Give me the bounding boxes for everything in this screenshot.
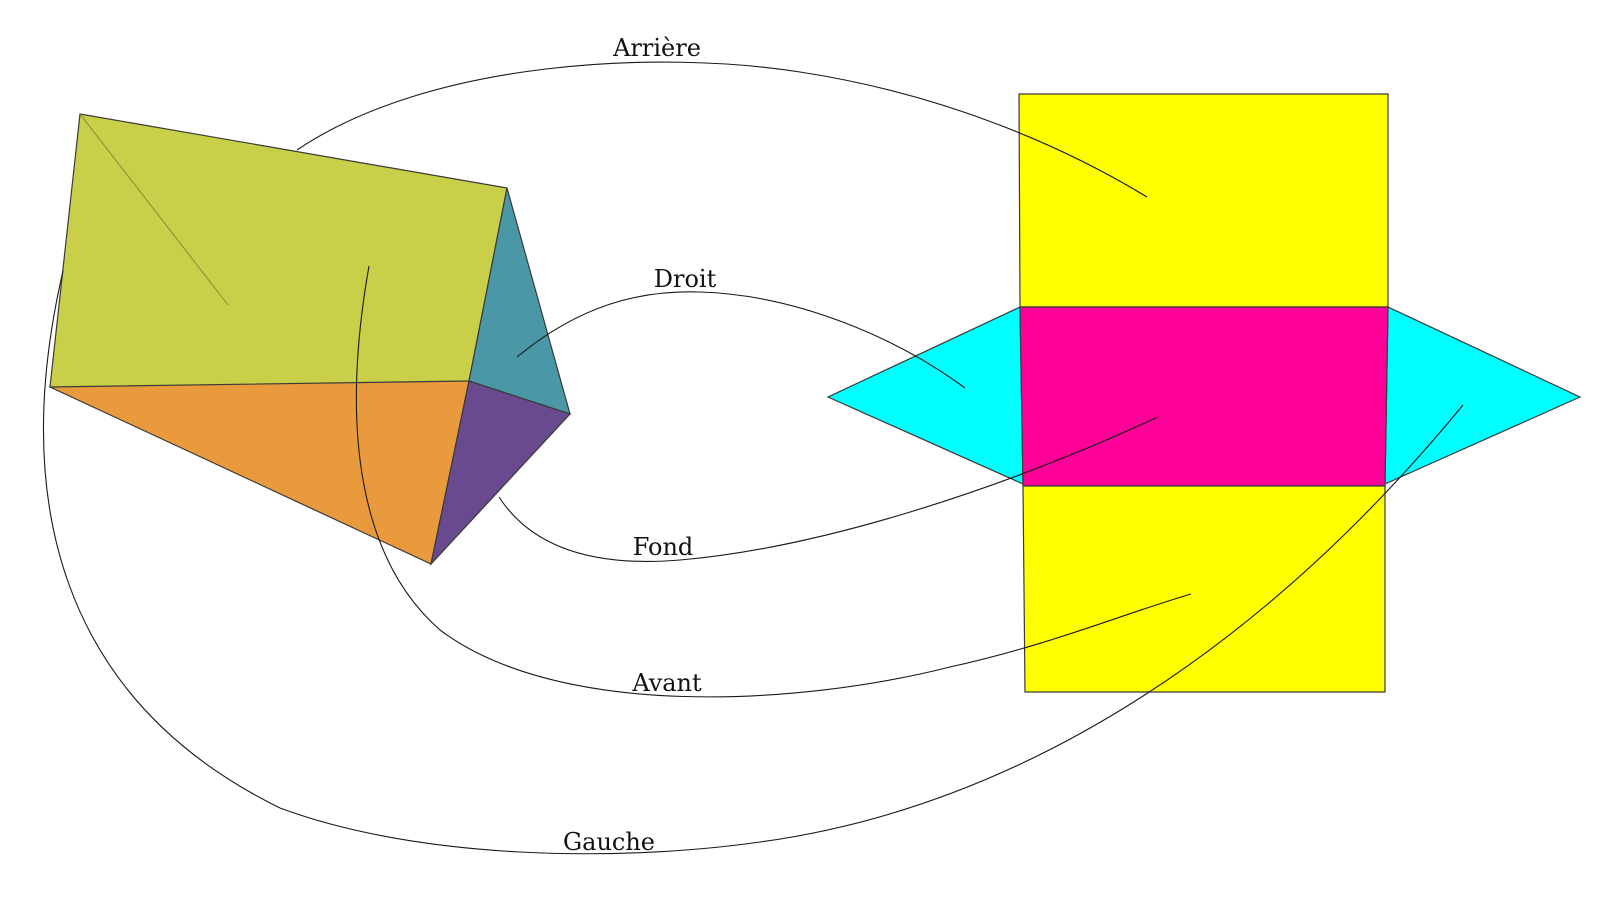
label-left: Gauche	[563, 828, 655, 856]
prism-right-face-lower	[429, 380, 572, 566]
connector-back	[296, 61, 1148, 198]
label-front: Avant	[631, 669, 702, 697]
net-bottom-rectangle	[1019, 306, 1389, 487]
connector-right	[516, 291, 966, 389]
net-front-rectangle	[1022, 485, 1386, 693]
triangular-prism	[48, 113, 572, 566]
prism-hidden-edge	[79, 113, 229, 306]
labels: Arrière Droit Fond Avant Gauche	[563, 34, 717, 856]
net-back-rectangle	[1018, 93, 1389, 308]
connectors	[43, 61, 1464, 855]
prism-net	[826, 93, 1582, 693]
net-left-triangle	[826, 306, 1024, 485]
connector-bottom	[498, 416, 1159, 562]
label-back: Arrière	[612, 34, 701, 62]
label-right: Droit	[654, 265, 717, 293]
label-bottom: Fond	[633, 533, 694, 561]
connector-left	[43, 270, 1464, 855]
connector-front	[355, 265, 1192, 698]
net-right-triangle	[1384, 306, 1582, 485]
prism-front-face	[49, 113, 508, 388]
